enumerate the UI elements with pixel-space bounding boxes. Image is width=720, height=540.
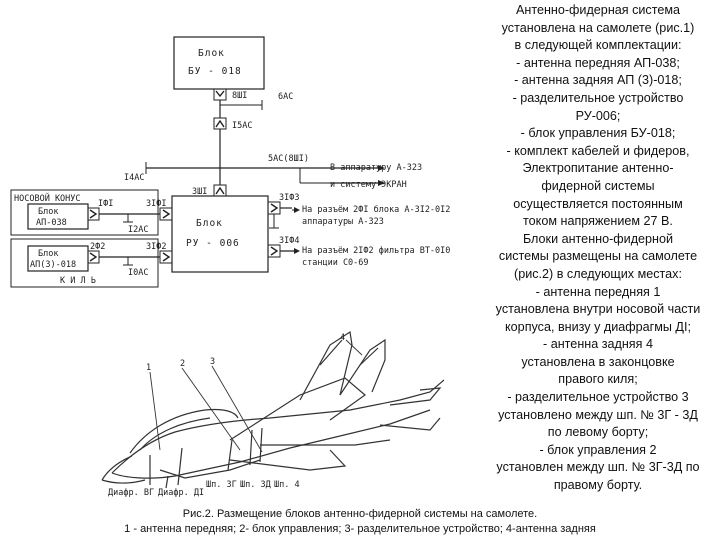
connector-2f2: [87, 250, 100, 264]
bu-block-model: БУ - 018: [188, 66, 242, 77]
bu-block: [173, 36, 265, 90]
body-text-line: правого киля;: [558, 372, 638, 387]
fin-frame: [10, 238, 159, 288]
callout-leaders: [149, 339, 363, 453]
connector-31f2: [159, 250, 173, 264]
out2-line1: На разъём 2IФ2 фильтра ВТ-0I0: [302, 246, 450, 256]
body-text-line: - антенна передняя АП-038;: [516, 55, 680, 70]
body-text-line: по левому борту;: [547, 425, 649, 440]
body-text-line: Антенно-фидерная система: [515, 3, 681, 17]
callout-4: 4: [340, 333, 345, 343]
conn-10as-label: I0АС: [128, 268, 148, 278]
body-text-line: РУ-006;: [575, 108, 621, 123]
connector-31f1: [159, 207, 173, 221]
body-text-line: - антенна задняя АП (3)-018;: [514, 73, 682, 88]
body-text-line: Блоки антенно-фидерной: [522, 231, 674, 246]
body-text-line: установлен между шп. № 3Г-3Д по: [496, 460, 700, 475]
body-text-line: - комплект кабелей и фидеров,: [506, 143, 690, 158]
ap3018-model: АП(3)-018: [30, 260, 76, 270]
connector-31f3: [267, 201, 281, 215]
body-text-line: - антенна задняя 4: [543, 337, 653, 352]
frame-label-3g: Шп. 3Г: [206, 480, 237, 490]
ap3018-word: Блок: [38, 249, 58, 259]
body-text: Антенно-фидерная система установлена на с…: [478, 2, 718, 495]
callout-2: 2: [180, 359, 185, 369]
to-a323-label: В аппаратуру А-323: [330, 163, 422, 173]
body-text-line: установлена внутри носовой части: [495, 302, 701, 317]
conn-15as-label: I5АС: [232, 121, 252, 131]
body-text-line: установлена в законцовке: [521, 354, 675, 369]
body-text-line: - блок управления БУ-018;: [520, 126, 676, 141]
nose-cone-label: НОСОВОЙ КОНУС: [14, 192, 81, 204]
frame-label-d1: Диафр. ДI: [158, 488, 204, 498]
connector-15as: [213, 117, 227, 130]
connector-31f4: [267, 244, 281, 258]
conn-6as-label: 6АС: [278, 92, 293, 102]
conn-2f2-label: 2Ф2: [90, 242, 105, 252]
connector-8sh1: [213, 88, 227, 101]
ru-block-model: РУ - 006: [186, 238, 240, 249]
body-text-line: - блок управления 2: [539, 442, 657, 457]
conn-31f3-label: 3IФ3: [279, 193, 299, 203]
body-text-line: системы размещены на самолете: [498, 249, 698, 264]
body-text-line: Электропитание антенно-: [522, 161, 674, 176]
out2-line2: станции С0-69: [302, 258, 369, 268]
ru-block-word: Блок: [196, 218, 223, 229]
conn-3sh1-label: 3ШI: [192, 187, 207, 197]
ap038-model: АП-038: [36, 218, 67, 228]
body-text-line: в следующей комплектации:: [514, 38, 682, 53]
conn-31f4-label: 3IФ4: [279, 236, 299, 246]
bu-block-word: Блок: [198, 48, 225, 59]
body-text-line: током напряжением 27 В.: [523, 214, 673, 229]
aircraft-drawing: [101, 330, 445, 489]
body-text-line: корпуса, внизу у диафрагмы ДI;: [505, 319, 691, 334]
frame-label-vg: Диафр. ВГ: [108, 488, 154, 498]
figure-caption: Рис.2. Размещение блоков антенно-фидерно…: [60, 507, 660, 536]
body-text-line: правому борту.: [553, 478, 643, 493]
out1-line1: На разъём 2ФI блока А-3I2-0I2: [302, 204, 450, 215]
frame-label-3d: Шп. 3Д: [240, 480, 271, 490]
callout-1: 1: [146, 363, 151, 373]
connector-1f1: [87, 207, 100, 221]
conn-12as-label: I2АС: [128, 225, 148, 235]
body-text-line: - разделительное устройство 3: [507, 390, 689, 405]
connector-3sh1: [213, 184, 227, 197]
body-text-line: установлено между шп. № 3Г - 3Д: [498, 407, 698, 422]
callout-3: 3: [210, 357, 215, 367]
conn-1f1-label: IФI: [98, 199, 113, 209]
conn-5as-label: 5АС(8ШI): [268, 154, 309, 164]
conn-31f2-label: 3IФ2: [146, 242, 166, 252]
to-ekran-label: и систему ЭКРАН: [330, 180, 407, 190]
ru-block: [171, 195, 269, 273]
caption-line1: Рис.2. Размещение блоков антенно-фидерно…: [182, 508, 538, 520]
frame-label-4: Шп. 4: [274, 480, 300, 490]
ap038-word: Блок: [38, 207, 58, 217]
body-text-line: - разделительное устройство: [512, 90, 684, 105]
fin-label: К И Л Ь: [60, 276, 96, 286]
conn-8sh1-label: 8ШI: [232, 91, 247, 101]
body-text-line: (рис.2) в следующих местах:: [514, 266, 682, 281]
caption-line2: 1 - антенна передняя; 2- блок управления…: [124, 522, 596, 535]
body-text-line: фидерной системы: [541, 178, 655, 193]
out1-line2: аппаратуры А-323: [302, 217, 384, 227]
body-text-line: установлена на самолете (рис.1): [501, 20, 695, 35]
nose-cone-frame: [10, 189, 159, 236]
conn-14as-label: I4АС: [124, 173, 144, 183]
conn-31f1-label: 3IФI: [146, 199, 166, 209]
body-text-line: - антенна передняя 1: [535, 284, 661, 299]
body-text-line: осуществляется постоянным: [513, 196, 683, 211]
